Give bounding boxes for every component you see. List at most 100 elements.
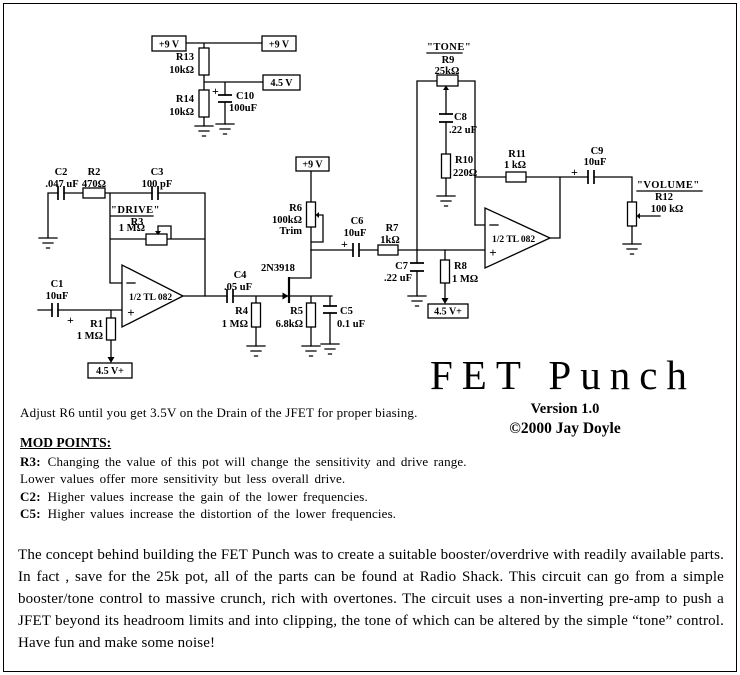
r9-value: 25kΩ (435, 66, 460, 77)
r6-value: 100kΩ (272, 215, 302, 226)
noninverting-input-icon: + (489, 245, 496, 260)
r7-value: 1kΩ (380, 235, 400, 246)
c7-name: C7 (395, 261, 408, 272)
supply-label-45v: 4.5 V (270, 78, 293, 89)
r3-name: R3 (131, 217, 144, 228)
jfet-transistor: 2N3918 (261, 263, 295, 303)
capacitor-c3: C3 100 pF (142, 167, 173, 200)
ground-icon (215, 123, 235, 135)
r4-name: R4 (235, 306, 249, 317)
polarity-plus-icon: + (212, 84, 219, 98)
c2-value: .047 uF (45, 179, 78, 190)
ground-icon (622, 243, 642, 255)
supply-label-45v-plus: 4.5 V+ (434, 307, 462, 318)
wiper-arrow-icon (443, 85, 449, 90)
r4-value: 1 MΩ (222, 319, 248, 330)
schematic-title: FET Punch (430, 352, 696, 398)
ground-symbols (38, 123, 642, 357)
supply-label-45v-plus: 4.5 V+ (96, 366, 124, 377)
wiper-arrow-icon (315, 212, 319, 218)
supply-boxes: +9 V +9 V 4.5 V +9 V 4.5 V+ 4.5 V+ (87, 35, 469, 379)
resistor-r4: R4 1 MΩ (222, 302, 262, 330)
r12-name: R12 (655, 192, 673, 203)
mod-points-list: R3: Changing the value of this pot will c… (20, 453, 467, 523)
c5-value: 0.1 uF (337, 319, 365, 330)
capacitor-c5: C5 0.1 uF (323, 305, 365, 330)
c6-value: 10uF (344, 228, 367, 239)
r12-value: 100 kΩ (651, 204, 684, 215)
c10-name: C10 (236, 91, 254, 102)
ground-icon (407, 295, 427, 307)
resistor-r13: R13 10kΩ (169, 47, 210, 76)
r5-value: 6.8kΩ (276, 319, 303, 330)
ground-icon (246, 345, 266, 357)
capacitor-c10: + C10 100uF (212, 84, 257, 114)
c4-name: C4 (234, 270, 248, 281)
supply-box-9v (261, 35, 297, 52)
supply-box-9v (295, 156, 330, 172)
r14-value: 10kΩ (169, 107, 194, 118)
resistor-r14: R14 10kΩ (169, 89, 210, 118)
r9-name: R9 (442, 55, 455, 66)
description-paragraph: The concept behind building the FET Punc… (18, 547, 724, 651)
r1-value: 1 MΩ (77, 331, 103, 342)
mod-point-c5: C5: Higher values increase the distortion… (20, 505, 467, 522)
drive-control-label: "DRIVE" (111, 205, 160, 216)
c9-name: C9 (591, 146, 604, 157)
mod-point-c2: C2:Higher values increase the gain of th… (20, 488, 467, 505)
supply-box-45v-plus (87, 362, 133, 379)
gate-arrow-icon (282, 292, 289, 300)
opamp-stage1: + 1/2 TL 082 (121, 263, 185, 329)
ground-icon (38, 237, 58, 249)
opamp-stage2: + 1/2 TL 082 (484, 206, 552, 270)
r14-name: R14 (176, 94, 195, 105)
fet-punch-schematic: +9 V +9 V 4.5 V +9 V 4.5 V+ 4.5 V+ R13 1… (37, 35, 703, 379)
potentiometer-r12-volume: "VOLUME" R12 100 kΩ (626, 180, 703, 227)
potentiometer-r9-tone: "TONE" R9 25kΩ (426, 42, 471, 90)
resistor-r10: R10 220Ω (440, 153, 477, 179)
mod-text: Higher values increase the gain of the l… (47, 488, 368, 504)
r13-value: 10kΩ (169, 65, 194, 76)
r11-value: 1 kΩ (504, 160, 526, 171)
version-label: Version 1.0 (530, 401, 600, 417)
c1-value: 10uF (46, 291, 69, 302)
noninverting-input-icon: + (127, 305, 134, 320)
wiper-arrow-icon (636, 213, 640, 219)
c3-name: C3 (151, 167, 164, 178)
capacitor-c2: C2 .047 uF (45, 167, 79, 200)
polarity-plus-icon: + (67, 313, 74, 327)
polarity-plus-icon: + (341, 237, 348, 251)
c3-value: 100 pF (142, 179, 173, 190)
c7-value: .22 uF (384, 273, 412, 284)
c6-name: C6 (351, 216, 364, 227)
resistor-r2: R2 470Ω (82, 167, 106, 199)
wiper-arrow-icon (155, 231, 161, 235)
r3-value: 1 MΩ (119, 223, 145, 234)
c4-value: .05 uF (224, 282, 252, 293)
c5-name: C5 (340, 306, 353, 317)
r13-name: R13 (176, 52, 194, 63)
r11-name: R11 (508, 149, 526, 160)
mod-ref: C5: (20, 506, 41, 522)
ground-icon (436, 195, 456, 207)
wires (37, 42, 661, 359)
r8-name: R8 (454, 261, 467, 272)
resistor-r5: R5 6.8kΩ (276, 302, 317, 330)
r2-name: R2 (88, 167, 101, 178)
mod-points-heading: MOD POINTS: (20, 435, 112, 450)
mod-text: Higher values increase the distortion of… (47, 506, 397, 522)
ground-icon (301, 345, 321, 357)
copyright-label: ©2000 Jay Doyle (509, 420, 621, 437)
capacitor-c9: C9 10uF + (571, 146, 606, 184)
volume-control-label: "VOLUME" (637, 180, 700, 191)
mod-text: Changing the value of this pot will chan… (47, 454, 467, 469)
arrow-down-icon (441, 298, 449, 304)
r7-name: R7 (386, 223, 399, 234)
r8-value: 1 MΩ (452, 274, 478, 285)
mod-text: Lower values offer more sensitivity but … (20, 471, 346, 487)
mod-ref: R3: (20, 454, 41, 469)
r1-name: R1 (90, 319, 103, 330)
supply-box-45v-plus (427, 303, 469, 319)
mod-point-r3-cont: Lower values offer more sensitivity but … (20, 470, 467, 487)
